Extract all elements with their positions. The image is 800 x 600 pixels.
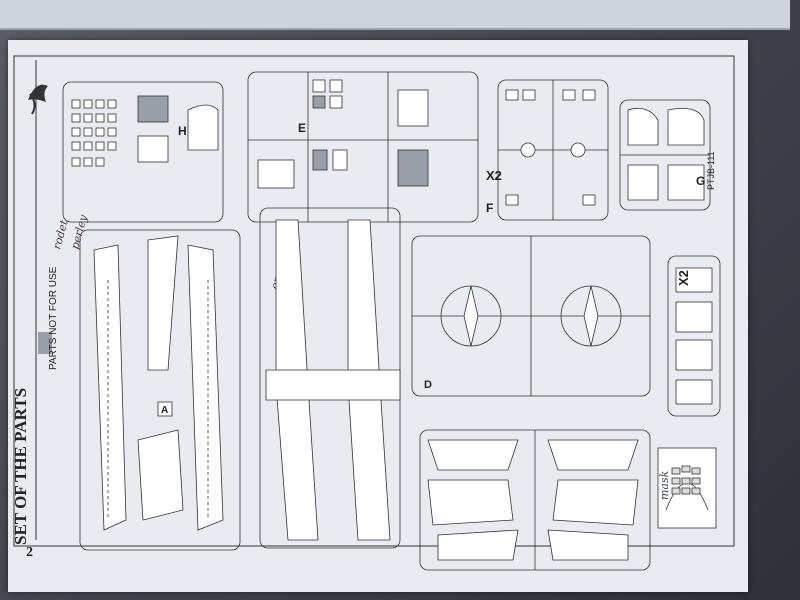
sprue-e-letter: E xyxy=(298,121,306,135)
sprue-g: G xyxy=(619,99,711,211)
sprue-a: A xyxy=(79,229,241,551)
parts-legend: PARTS NOT FOR USE xyxy=(38,266,59,370)
sprue-wings xyxy=(259,207,401,549)
eagle-logo-icon xyxy=(28,84,48,115)
small-sprue-multiplier: X2 xyxy=(676,270,691,286)
sprue-d: D xyxy=(411,235,651,397)
sprue-f-letter: F xyxy=(486,201,493,215)
instruction-page: SET OF THE PARTS 2 PARTS NOT FOR USE rod… xyxy=(8,40,748,592)
legend-label: PARTS NOT FOR USE xyxy=(48,266,59,370)
sprue-tail xyxy=(419,429,651,571)
note-2: perley xyxy=(68,213,90,251)
mask-label: mask xyxy=(658,470,671,500)
sprue-small: X2 xyxy=(667,255,721,417)
sprue-h: H xyxy=(62,81,224,223)
sprue-f-multiplier: X2 xyxy=(486,168,502,183)
sprue-g-letter: G xyxy=(696,174,705,188)
note-1: rodet xyxy=(50,218,70,251)
section-title-bar: SET OF THE PARTS xyxy=(11,60,37,545)
side-code: PTJB-111 xyxy=(706,151,716,190)
sprue-e: E xyxy=(247,71,479,223)
underlying-sheet xyxy=(0,0,790,30)
page-number: 2 xyxy=(26,545,33,560)
sprue-a-letter: A xyxy=(161,405,168,416)
sprue-d-letter: D xyxy=(424,379,432,391)
sprue-f: X2 F xyxy=(486,79,609,221)
section-title: SET OF THE PARTS xyxy=(11,388,30,545)
sprue-h-letter: H xyxy=(178,124,187,138)
canopy-mask: mask xyxy=(657,447,717,529)
page-drawing: SET OF THE PARTS 2 PARTS NOT FOR USE rod… xyxy=(11,55,735,571)
